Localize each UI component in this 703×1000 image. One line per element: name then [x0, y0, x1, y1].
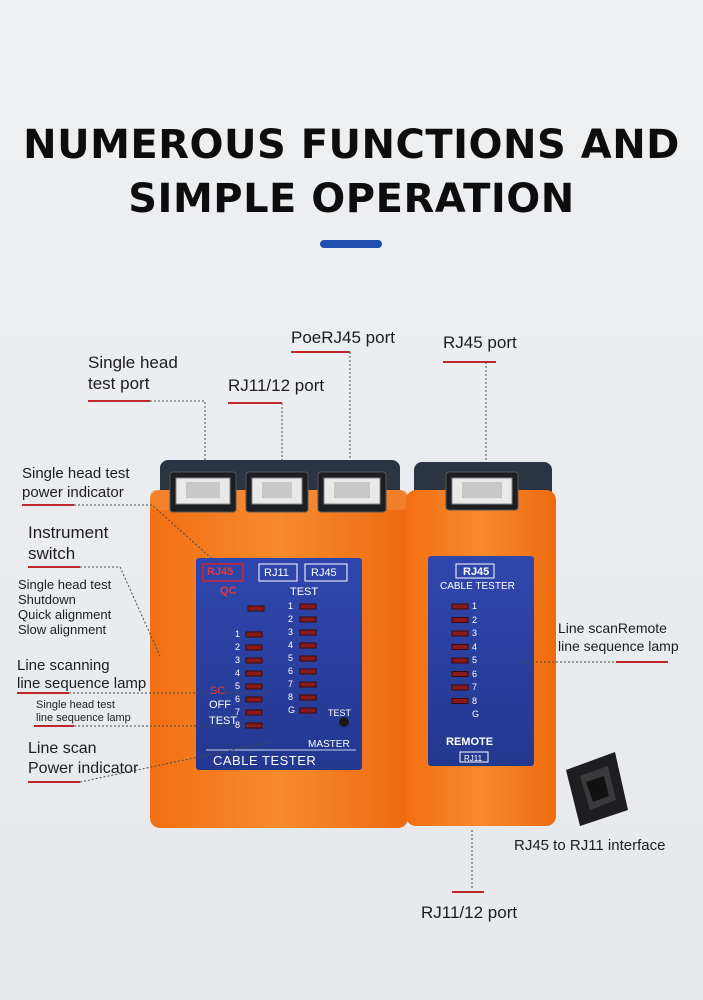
- master-left-led-number: 2: [235, 642, 241, 652]
- remote-led-number: 4: [472, 641, 478, 652]
- remote-rj45-label: RJ45: [463, 566, 490, 578]
- master-rj45-tag: RJ45: [207, 566, 234, 578]
- master-left-led-number: 6: [235, 694, 241, 704]
- callout-remote-lamp: Line scanRemote line sequence lamp: [558, 620, 679, 654]
- headline-line-2: SIMPLE OPERATION: [128, 176, 575, 222]
- remote-led-number: 8: [472, 695, 478, 706]
- callout-single-head-lamp: Single head test line sequence lamp: [36, 699, 131, 724]
- master-left-led-number: 1: [235, 629, 241, 639]
- callout-switch-modes: Single head test Shutdown Quick alignmen…: [18, 577, 112, 637]
- master-left-led-number: 3: [235, 655, 241, 665]
- master-panel: [196, 558, 362, 770]
- remote-led-number: 6: [472, 668, 478, 679]
- callout-instrument-switch: Instrument switch: [28, 523, 109, 563]
- leader-lines-dotted: [69, 352, 616, 890]
- remote-led: [451, 698, 469, 704]
- master-right-led: [299, 603, 317, 610]
- master-off-label: OFF: [209, 699, 231, 711]
- master-rj45-box: RJ45: [311, 567, 337, 579]
- callout-single-head-power-indicator: Single head test power indicator: [22, 465, 130, 501]
- master-right-led: [299, 616, 317, 623]
- callout-line-scanning-lamp: Line scanning line sequence lamp: [17, 657, 147, 692]
- master-right-led-number: 2: [288, 614, 294, 624]
- master-right-led-number: 5: [288, 653, 294, 663]
- master-right-led-number: 8: [288, 692, 294, 702]
- remote-led: [451, 671, 469, 677]
- master-left-led-number: 5: [235, 681, 241, 691]
- headline-line-1: NUMEROUS FUNCTIONS AND: [23, 122, 680, 168]
- callout-rj11-port-top: RJ11/12 port: [228, 376, 325, 395]
- remote-led-number: 7: [472, 682, 478, 692]
- callout-rj45-port: RJ45 port: [443, 333, 517, 352]
- remote-unit: [406, 462, 556, 826]
- remote-led: [451, 657, 469, 664]
- master-cable-tester-label: CABLE TESTER: [213, 753, 317, 768]
- master-left-led: [245, 683, 263, 690]
- callout-rj11-port-bottom: RJ11/12 port: [421, 903, 518, 922]
- remote-rj11-sticker: RJ11: [464, 754, 483, 763]
- master-test-button-label: TEST: [328, 708, 352, 718]
- remote-cable-tester-label: CABLE TESTER: [440, 581, 515, 592]
- callout-line-scan-power-indicator: Line scan Power indicator: [28, 740, 139, 777]
- master-left-led-number: 7: [235, 707, 241, 717]
- master-test-heading: TEST: [290, 586, 319, 598]
- master-right-led: [299, 707, 317, 714]
- remote-led-number: 2: [472, 614, 478, 625]
- master-left-led: [245, 631, 263, 638]
- remote-led: [451, 617, 469, 623]
- master-right-led: [299, 681, 317, 688]
- master-ports: [169, 471, 387, 513]
- master-right-led: [299, 668, 317, 675]
- master-unit: [150, 460, 408, 828]
- master-qc-led: [247, 605, 265, 612]
- remote-led-number: G: [472, 709, 480, 719]
- remote-led: [451, 603, 469, 610]
- accent-bar: [320, 240, 382, 248]
- master-label: MASTER: [308, 739, 350, 750]
- master-left-led: [245, 657, 263, 664]
- master-left-led: [245, 709, 263, 716]
- master-right-led: [299, 642, 317, 649]
- master-left-led: [245, 670, 263, 677]
- master-left-led-number: 8: [235, 720, 241, 730]
- master-right-led: [299, 629, 317, 636]
- leader-lines-red: [17, 351, 668, 893]
- master-right-led-number: 7: [288, 679, 294, 689]
- remote-led: [451, 630, 469, 637]
- remote-label: REMOTE: [446, 736, 494, 748]
- callout-rj45-to-rj11: RJ45 to RJ11 interface: [514, 837, 666, 854]
- master-right-led-number: 6: [288, 666, 294, 676]
- master-qc-label: QC: [220, 585, 237, 597]
- remote-led: [451, 684, 469, 691]
- master-right-led: [299, 694, 317, 701]
- remote-led: [451, 644, 469, 650]
- master-left-led-number: 4: [235, 668, 241, 678]
- master-left-led: [245, 644, 263, 651]
- callout-poe-rj45-port: PoeRJ45 port: [291, 328, 395, 347]
- master-right-led-number: 1: [288, 601, 294, 611]
- remote-led-number: 1: [472, 601, 478, 611]
- master-right-led: [299, 655, 317, 662]
- remote-led-number: 5: [472, 655, 478, 665]
- master-left-led: [245, 696, 263, 703]
- master-sc-label: SC: [210, 685, 226, 697]
- master-right-led-number: 4: [288, 640, 294, 650]
- remote-led-number: 3: [472, 628, 478, 638]
- master-right-led-number: G: [288, 705, 296, 715]
- rj45-rj11-adapter-icon: [566, 752, 628, 826]
- callout-single-head-test-port: Single head test port: [88, 353, 178, 393]
- master-rj11-box: RJ11: [264, 567, 289, 579]
- master-right-led-number: 3: [288, 627, 294, 637]
- master-test-switch-label: TEST: [209, 715, 238, 727]
